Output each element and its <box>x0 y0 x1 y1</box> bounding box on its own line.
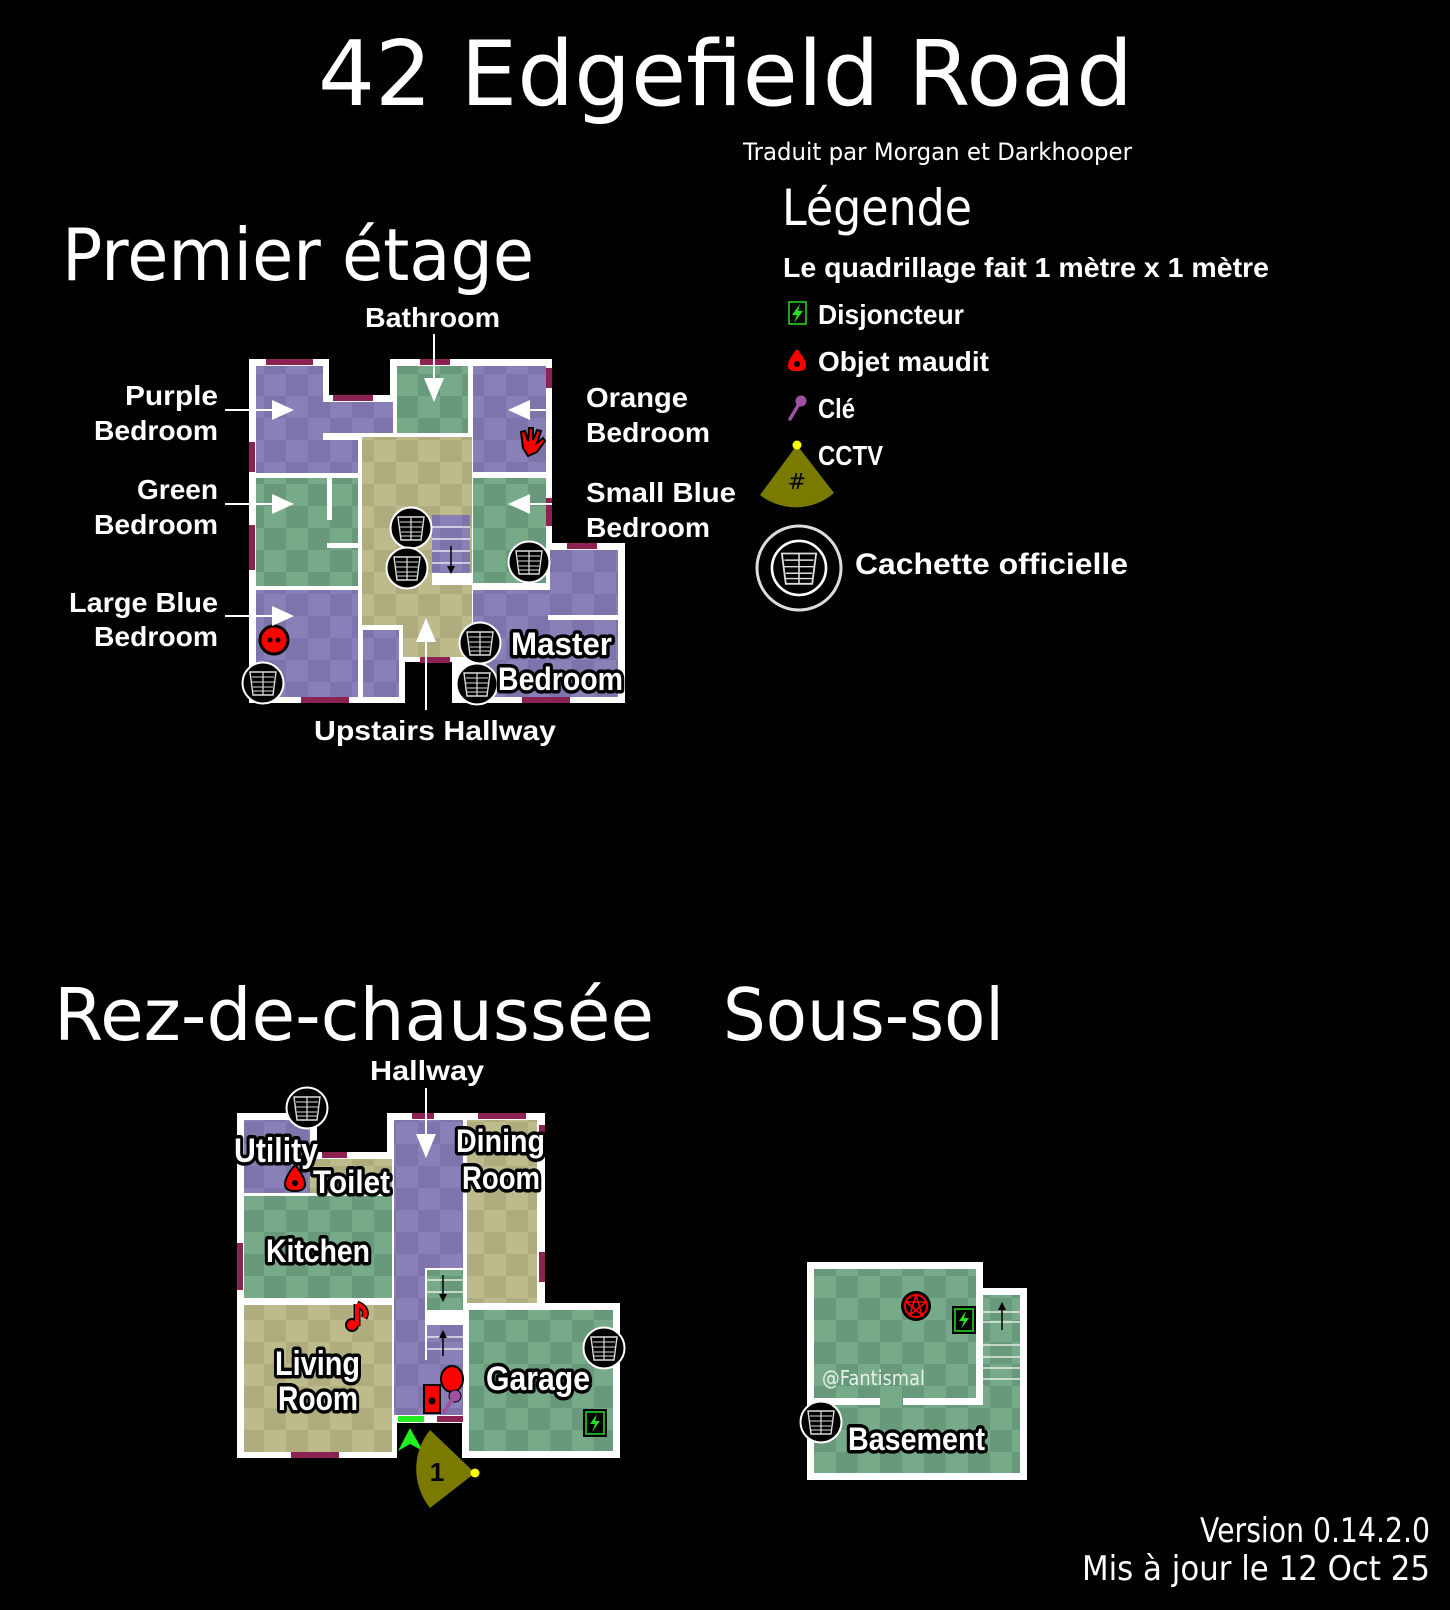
label-living: Living <box>275 1345 360 1383</box>
room-purple-bedroom[interactable] <box>256 366 393 473</box>
entrance-arrow-icon <box>398 1428 423 1451</box>
label-toilet: Toilet <box>313 1164 390 1200</box>
doors <box>237 1113 545 1458</box>
label-green-bedroom: Bedroom <box>94 509 218 540</box>
label-upstairs-hallway: Upstairs Hallway <box>314 715 556 746</box>
label-orange-bedroom: Bedroom <box>586 417 710 448</box>
first-floor-title: Premier étage <box>62 213 534 297</box>
cursed-mirror-icon[interactable] <box>440 1365 464 1393</box>
hiding-spot-icon[interactable] <box>507 540 551 584</box>
arrow-icon <box>416 1134 436 1158</box>
music-box-icon[interactable] <box>345 1300 369 1332</box>
first-floor-labels: Bathroom Purple Bedroom Green Bedroom La… <box>69 302 736 746</box>
key-icon <box>788 395 807 421</box>
label-orange: Orange <box>586 382 688 413</box>
ground-floor-title: Rez-de-chaussée <box>54 973 654 1057</box>
ground-floor-plan: 1 Utility Toilet Dining Room Kitchen Liv… <box>231 1086 626 1508</box>
breaker-icon[interactable] <box>583 1409 607 1437</box>
label-living-room: Room <box>278 1380 358 1418</box>
page-title: 42 Edgefield Road <box>318 22 1133 127</box>
ghost-face-icon[interactable] <box>258 624 290 656</box>
hiding-spot-icon[interactable] <box>385 546 429 590</box>
first-floor-plan: Master Bedroom <box>241 359 627 706</box>
label-hallway: Hallway <box>370 1055 484 1086</box>
cctv-number: 1 <box>430 1457 444 1487</box>
room-living-room[interactable] <box>244 1305 392 1452</box>
cctv-icon: # <box>760 440 834 508</box>
label-master: Master <box>511 626 612 662</box>
label-small-blue-bedroom: Bedroom <box>586 512 710 543</box>
label-kitchen: Kitchen <box>266 1233 370 1269</box>
label-garage: Garage <box>486 1360 590 1398</box>
hiding-spot-icon[interactable] <box>799 1400 843 1444</box>
grid-note: Le quadrillage fait 1 mètre x 1 mètre <box>783 252 1269 283</box>
arrow-icon <box>424 378 444 402</box>
breaker-icon[interactable] <box>952 1305 976 1335</box>
upstairs-stairs <box>432 515 472 585</box>
room-toilet[interactable] <box>310 1159 392 1193</box>
label-small-blue: Small Blue <box>586 477 736 508</box>
label-bathroom: Bathroom <box>365 302 500 333</box>
breaker-icon <box>788 301 807 325</box>
basement-title: Sous-sol <box>723 973 1004 1057</box>
arrow-icon <box>272 494 294 514</box>
ghost-hand-icon[interactable] <box>519 427 547 458</box>
cctv-camera-icon[interactable]: 1 <box>416 1430 480 1508</box>
label-purple-bedroom: Bedroom <box>94 415 218 446</box>
room-dining-room[interactable] <box>467 1120 537 1303</box>
pentagram-icon[interactable] <box>901 1291 931 1321</box>
room-orange-bedroom[interactable] <box>473 366 546 472</box>
cursed-object-icon[interactable] <box>283 1163 307 1193</box>
label-large-blue: Large Blue <box>69 587 218 618</box>
hiding-spot-icon[interactable] <box>241 661 285 705</box>
room-bathroom[interactable] <box>397 366 468 433</box>
room-kitchen[interactable] <box>244 1196 392 1298</box>
label-master-bedroom: Bedroom <box>498 661 623 697</box>
hiding-spot-icon[interactable] <box>389 506 433 550</box>
label-dining: Dining <box>456 1123 545 1159</box>
artist-credit: @Fantismal <box>822 1366 925 1390</box>
room-green-bedroom[interactable] <box>256 478 358 586</box>
arrow-icon <box>272 400 294 420</box>
hiding-spot-icon[interactable] <box>285 1086 329 1130</box>
key-icon[interactable] <box>442 1389 462 1414</box>
version-text: Version 0.14.2.0 <box>1200 1511 1430 1551</box>
arrow-icon <box>272 606 294 626</box>
legend-label-key: Clé <box>818 393 855 424</box>
translator-credit: Traduit par Morgan et Darkhooper <box>742 138 1132 166</box>
arrow-icon <box>508 494 530 514</box>
label-large-blue-bedroom: Bedroom <box>94 621 218 652</box>
legend-heading: Légende <box>782 179 972 237</box>
updated-date: Mis à jour le 12 Oct 25 <box>1082 1549 1430 1589</box>
hiding-spot-icon[interactable] <box>455 662 499 706</box>
arrow-icon <box>416 618 436 642</box>
legend-label-hiding-spot: Cachette officielle <box>855 548 1128 581</box>
label-utility: Utility <box>234 1132 318 1170</box>
front-door[interactable] <box>398 1416 424 1422</box>
cursed-object-icon <box>788 349 806 371</box>
label-purple: Purple <box>125 380 218 411</box>
legend-label-cursed-object: Objet maudit <box>818 346 989 377</box>
legend-label-breaker: Disjoncteur <box>818 299 964 330</box>
basement-stairs <box>983 1302 1020 1380</box>
hiding-spot-icon[interactable] <box>458 621 502 665</box>
basement-plan: @Fantismal Basement <box>799 1262 1027 1480</box>
ground-stairs <box>425 1268 465 1360</box>
legend-label-cctv: CCTV <box>818 440 883 471</box>
hiding-spot-icon <box>755 524 843 612</box>
legend: Légende Le quadrillage fait 1 mètre x 1 … <box>755 179 1269 612</box>
label-basement: Basement <box>848 1421 985 1457</box>
label-green: Green <box>137 474 218 505</box>
arrow-icon <box>508 400 530 420</box>
cctv-symbol: # <box>788 470 806 495</box>
ouija-board-icon[interactable] <box>423 1384 441 1414</box>
label-dining-room: Room <box>462 1160 540 1196</box>
